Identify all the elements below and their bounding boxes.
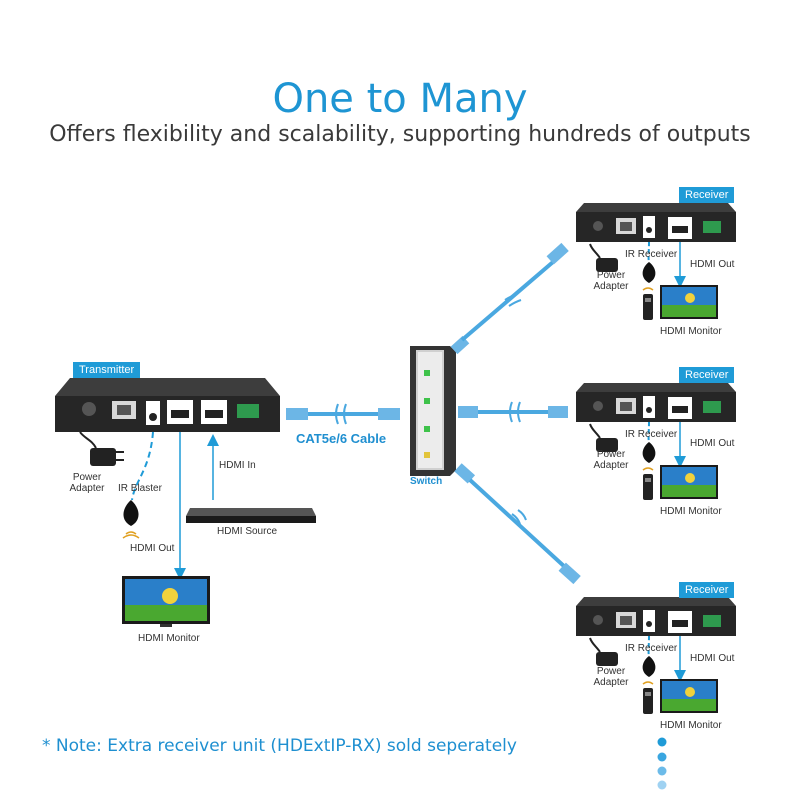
power-adapter-icon [79,431,124,466]
receiver-hdmi-monitor-icon [660,285,718,319]
cat-cable-main [286,403,400,425]
receiver-hdmi-monitor-icon [660,465,718,499]
receiver-power-adapter-icon [589,243,618,272]
hdmi-source-icon [186,508,316,523]
receiver-2-ir-label: IR Receiver [625,429,678,440]
transmitter-unit [55,378,280,432]
ir-blaster-cable [131,431,154,501]
tx-hdmi-monitor-label: HDMI Monitor [138,633,200,644]
ir-blaster-icon [123,500,139,526]
page-subtitle: Offers flexibility and scalability, supp… [49,122,751,147]
hdmi-source-label: HDMI Source [217,526,278,537]
transmitter-tag: Transmitter [73,362,141,378]
receiver-3-power-label: Power Adapter [593,666,629,688]
receiver-hdmi-monitor-icon [660,679,718,713]
receiver-3-hdmi-out-label: HDMI Out [690,653,735,664]
ir-receiver-icon [642,262,656,283]
switch-label: Switch [410,476,443,487]
receiver-2-hdmi-out-label: HDMI Out [690,438,735,449]
cable-label: CAT5e/6 Cable [296,431,387,446]
receiver-1-power-label: Power Adapter [593,270,629,292]
ir-blaster-label: IR Blaster [118,483,162,494]
ir-signal-icon [122,531,140,539]
cat-cable-rx2 [458,401,568,423]
footnote: * Note: Extra receiver unit (HDExtIP-RX)… [42,736,517,756]
ir-receiver-icon [642,656,656,677]
receiver-2-monitor-label: HDMI Monitor [660,506,722,517]
remote-control-icon [642,467,654,500]
remote-control-icon [642,287,654,320]
receiver-unit-3 [576,597,736,714]
receiver-power-adapter-icon [589,423,618,452]
receiver-3-ir-label: IR Receiver [625,643,678,654]
tx-hdmi-monitor-icon [122,576,210,627]
page-title: One to Many [272,76,528,122]
receiver-2-power-label: Power Adapter [593,449,629,471]
network-switch [410,346,456,476]
receiver-1-hdmi-out-label: HDMI Out [690,259,735,270]
tx-power-adapter-label: Power Adapter [69,472,105,494]
receiver-unit-1 [576,203,736,320]
tx-hdmi-out-label: HDMI Out [130,543,175,554]
more-receivers-dots [657,737,667,790]
remote-control-icon [642,681,654,714]
cat-cable-rx3 [454,463,581,585]
cat-cable-rx1 [450,242,569,355]
hdmi-in-label: HDMI In [219,460,256,471]
receiver-1-tag: Receiver [679,187,735,203]
receiver-2-tag: Receiver [679,367,735,383]
receiver-power-adapter-icon [589,637,618,666]
receiver-3-monitor-label: HDMI Monitor [660,720,722,731]
receiver-unit-2 [576,383,736,500]
receiver-1-monitor-label: HDMI Monitor [660,326,722,337]
ir-receiver-icon [642,442,656,463]
receiver-1-ir-label: IR Receiver [625,249,678,260]
receiver-3-tag: Receiver [679,582,735,598]
